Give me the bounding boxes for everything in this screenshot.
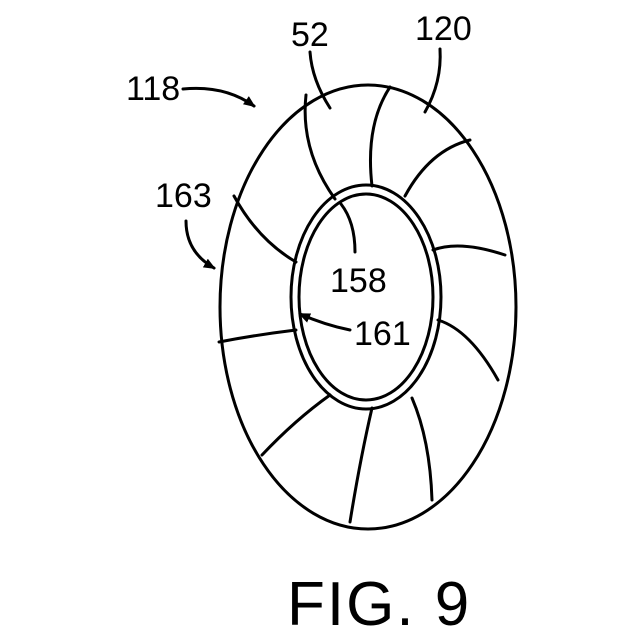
label-118: 118	[126, 70, 180, 108]
leader-161	[300, 314, 350, 330]
leader-163	[186, 221, 214, 268]
figure-caption: FIG. 9	[287, 570, 471, 639]
label-163: 163	[155, 177, 212, 215]
vane-8	[262, 395, 330, 455]
vane-9	[219, 330, 296, 342]
outer-rim	[220, 85, 516, 529]
vane-10	[234, 196, 296, 262]
label-158: 158	[330, 262, 387, 300]
vane-6	[412, 398, 432, 500]
leader-118	[183, 88, 254, 106]
vane-2	[370, 87, 390, 186]
label-52: 52	[291, 16, 329, 54]
vane-1	[305, 95, 335, 199]
vane-5	[438, 320, 498, 380]
leader-158	[341, 204, 355, 252]
label-161: 161	[354, 315, 411, 353]
label-120: 120	[415, 10, 472, 48]
vane-4	[433, 246, 505, 255]
vane-7	[350, 408, 372, 522]
vane-3	[405, 140, 470, 196]
